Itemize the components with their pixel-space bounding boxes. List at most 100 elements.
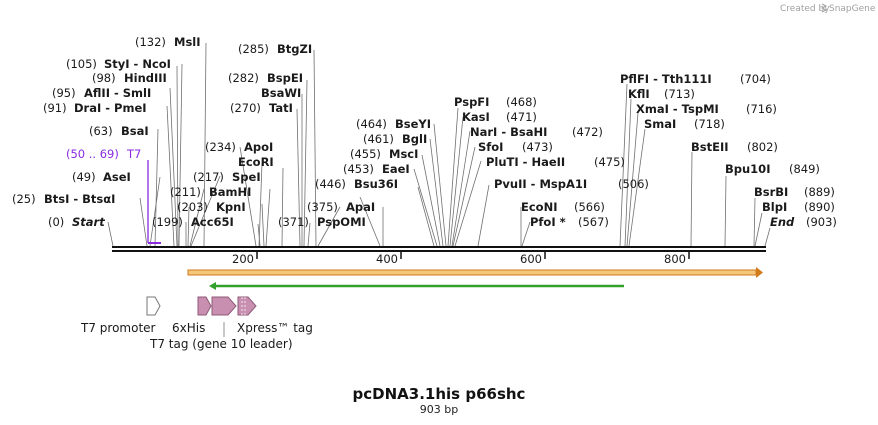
primer-name: T7 <box>126 147 141 161</box>
site-pos: (285) <box>238 42 269 56</box>
site-name[interactable]: PflFI - Tth111I <box>620 72 712 86</box>
site-name[interactable]: BtsI - BtsαI <box>44 192 115 206</box>
tick-label: 200 <box>232 252 254 266</box>
site-name[interactable]: PluTI - HaeII <box>486 155 565 169</box>
sequence-backbone <box>112 246 766 252</box>
site-pos: (49) <box>72 170 96 184</box>
site-pos: (217) <box>193 170 224 184</box>
site-pos: (282) <box>228 71 259 85</box>
orf-bar[interactable] <box>187 267 763 278</box>
site-pos: (91) <box>43 101 67 115</box>
site-pos: (375) <box>307 200 338 214</box>
site-name[interactable]: NarI - BsaHI <box>470 125 547 139</box>
primer-range: (50 .. 69) <box>66 147 119 161</box>
site-name[interactable]: BglI <box>402 132 427 146</box>
site-name[interactable]: HindIII <box>124 71 167 85</box>
site-pos: (716) <box>746 102 777 116</box>
site-pos: (718) <box>694 117 725 131</box>
tick-label: 400 <box>376 252 398 266</box>
site-pos: (234) <box>205 140 236 154</box>
map-title: pcDNA3.1his p66shc <box>353 385 526 403</box>
insert-region-line[interactable] <box>209 282 624 290</box>
map-length: 903 bp <box>420 403 458 416</box>
site-pos: (199) <box>152 215 183 229</box>
site-name[interactable]: SmaI <box>644 117 676 131</box>
start-pos: (0) <box>48 215 64 229</box>
site-name[interactable]: DraI - PmeI <box>74 101 147 115</box>
site-pos: (471) <box>506 110 537 124</box>
site-name[interactable]: TatI <box>269 101 293 115</box>
site-pos: (455) <box>350 147 381 161</box>
feature-label-xpress-tag: Xpress™ tag <box>237 321 313 335</box>
site-pos: (371) <box>278 215 309 229</box>
site-pos: (453) <box>343 162 374 176</box>
site-pos: (472) <box>572 125 603 139</box>
site-pos: (468) <box>506 95 537 109</box>
site-pos: (132) <box>135 35 166 49</box>
site-pos: (63) <box>89 124 113 138</box>
site-name[interactable]: BsrBI <box>754 185 788 199</box>
site-name[interactable]: BamHI <box>209 185 251 199</box>
site-name[interactable]: SfoI <box>478 140 503 154</box>
site-name[interactable]: PspFI <box>454 95 489 109</box>
site-name[interactable]: AflII - SmlI <box>84 86 151 100</box>
site-name[interactable]: PspOMI <box>317 215 366 229</box>
site-name[interactable]: SpeI <box>232 170 261 184</box>
site-pos: (704) <box>740 72 771 86</box>
site-pos: (713) <box>664 87 695 101</box>
site-name[interactable]: BtgZI <box>277 42 312 56</box>
site-name[interactable]: BsaWI <box>261 86 301 100</box>
site-pos: (25) <box>12 192 36 206</box>
site-pos: (849) <box>789 162 820 176</box>
feature-label-6xhis: 6xHis <box>172 321 205 335</box>
site-name[interactable]: BspEI <box>267 71 303 85</box>
site-name[interactable]: MslI <box>174 35 201 49</box>
axis-ticks: 200 400 600 800 <box>232 251 690 266</box>
site-name[interactable]: PfoI * <box>530 215 566 229</box>
site-name[interactable]: BstEII <box>691 140 729 154</box>
site-pos: (889) <box>804 185 835 199</box>
site-name[interactable]: EcoRI <box>238 155 274 169</box>
credit-text: Created by <box>780 4 830 14</box>
site-pos: (802) <box>747 140 778 154</box>
site-leaders <box>107 42 771 247</box>
site-pos: (506) <box>618 177 649 191</box>
site-name[interactable]: KflI <box>628 87 650 101</box>
site-pos: (95) <box>52 86 76 100</box>
site-name[interactable]: PvuII - MspA1I <box>494 177 587 191</box>
end-pos: (903) <box>806 215 837 229</box>
feature-label-t7-tag: T7 tag (gene 10 leader) <box>149 337 293 351</box>
site-pos: (566) <box>574 200 605 214</box>
site-pos: (98) <box>92 71 116 85</box>
primer-t7-arrow[interactable] <box>147 160 161 244</box>
site-name[interactable]: ApaI <box>346 200 375 214</box>
site-name[interactable]: StyI - NcoI <box>104 57 171 71</box>
site-pos: (890) <box>804 200 835 214</box>
site-name[interactable]: EaeI <box>382 162 410 176</box>
site-name[interactable]: Bsu36I <box>354 177 398 191</box>
site-pos: (473) <box>522 140 553 154</box>
site-name[interactable]: KpnI <box>216 200 246 214</box>
site-name[interactable]: BseYI <box>395 117 431 131</box>
site-name[interactable]: Bpu10I <box>725 162 770 176</box>
feature-t7-promoter-arrow[interactable] <box>146 296 161 316</box>
site-name[interactable]: Acc65I <box>191 215 234 229</box>
site-name[interactable]: EcoNI <box>521 200 557 214</box>
site-name[interactable]: XmaI - TspMI <box>636 102 719 116</box>
site-name[interactable]: AseI <box>103 170 131 184</box>
site-name[interactable]: BlpI <box>762 200 787 214</box>
site-name[interactable]: MscI <box>389 147 418 161</box>
credit-brand: SnapGene <box>829 4 876 14</box>
snapgene-icon <box>820 3 828 13</box>
feature-6xhis-arrow[interactable] <box>197 296 212 316</box>
snapgene-logo: SnapGene <box>820 3 876 14</box>
site-name[interactable]: ApoI <box>244 140 273 154</box>
start-label: Start <box>72 215 105 229</box>
tick-label: 600 <box>520 252 542 266</box>
feature-t7-tag-arrow[interactable] <box>211 296 237 316</box>
enzyme-sites: (25) BtsI - BtsαI (49) AseI (63) BsaI (9… <box>12 35 835 229</box>
site-name[interactable]: KasI <box>462 110 490 124</box>
feature-xpress-tag-arrow[interactable] <box>237 296 257 316</box>
site-name[interactable]: BsaI <box>121 124 149 138</box>
